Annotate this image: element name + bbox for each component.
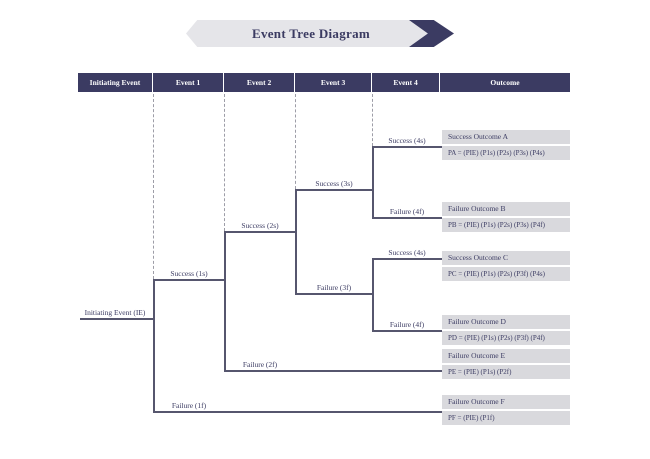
label-success-4s-upper: Success (4s) xyxy=(388,136,426,145)
branch-line-4f-lower xyxy=(372,330,442,332)
branch-line-3s xyxy=(295,189,373,191)
dashed-guide-event3 xyxy=(295,94,296,189)
branch-line-1s xyxy=(153,279,225,281)
outcome-c-formula: PC = (PIE) (P1s) (P2s) (P3f) (P4s) xyxy=(442,267,570,281)
branch-line-4s-upper xyxy=(372,146,442,148)
header-event-2: Event 2 xyxy=(224,73,295,92)
outcome-d-formula: PD = (PIE) (P1s) (P2s) (P3f) (P4f) xyxy=(442,331,570,345)
outcome-d-title: Failure Outcome D xyxy=(442,315,570,329)
banner-ribbon-shape xyxy=(186,20,436,47)
diagram-title: Event Tree Diagram xyxy=(251,26,371,41)
dashed-guide-event1 xyxy=(153,94,154,279)
title-banner: Event Tree Diagram xyxy=(186,20,454,47)
outcome-f-title: Failure Outcome F xyxy=(442,395,570,409)
dashed-guide-event4 xyxy=(372,94,373,146)
branch-line-root xyxy=(80,318,154,320)
label-failure-2f: Failure (2f) xyxy=(242,360,278,369)
dashed-guide-event2 xyxy=(224,94,225,231)
label-failure-1f: Failure (1f) xyxy=(171,401,207,410)
connector-event2 xyxy=(224,231,226,371)
connector-event3 xyxy=(295,189,297,294)
outcome-a-formula: PA = (PIE) (P1s) (P2s) (P3s) (P4s) xyxy=(442,146,570,160)
label-success-1s: Success (1s) xyxy=(170,269,208,278)
header-event-1: Event 1 xyxy=(153,73,224,92)
header-initiating-event: Initiating Event xyxy=(78,73,153,92)
outcome-b-title: Failure Outcome B xyxy=(442,202,570,216)
outcome-f-formula: PF = (PIE) (P1f) xyxy=(442,411,570,425)
branch-line-2f xyxy=(224,370,442,372)
header-event-4: Event 4 xyxy=(372,73,440,92)
header-outcome: Outcome xyxy=(490,78,520,87)
label-initiating-event: Initiating Event (IE) xyxy=(84,308,146,317)
label-failure-3f: Failure (3f) xyxy=(316,283,352,292)
branch-line-4s-lower xyxy=(372,258,442,260)
label-success-3s: Success (3s) xyxy=(315,179,353,188)
branch-line-1f xyxy=(153,411,442,413)
connector-event1 xyxy=(153,279,155,412)
outcome-b-formula: PB = (PIE) (P1s) (P2s) (P3s) (P4f) xyxy=(442,218,570,232)
label-failure-4f-lower: Failure (4f) xyxy=(389,320,425,329)
header-event-3: Event 3 xyxy=(295,73,372,92)
outcome-e-title: Failure Outcome E xyxy=(442,349,570,363)
branch-line-2s xyxy=(224,231,296,233)
column-header-row: Initiating Event Event 1 Event 2 Event 3… xyxy=(78,73,570,92)
branch-line-4f-upper xyxy=(372,217,442,219)
connector-event4-lower xyxy=(372,258,374,331)
connector-event4-upper xyxy=(372,146,374,218)
label-success-2s: Success (2s) xyxy=(241,221,279,230)
outcome-e-formula: PE = (PIE) (P1s) (P2f) xyxy=(442,365,570,379)
label-failure-4f-upper: Failure (4f) xyxy=(389,207,425,216)
branch-line-3f xyxy=(295,293,373,295)
label-success-4s-lower: Success (4s) xyxy=(388,248,426,257)
outcome-a-title: Success Outcome A xyxy=(442,130,570,144)
outcome-c-title: Success Outcome C xyxy=(442,251,570,265)
